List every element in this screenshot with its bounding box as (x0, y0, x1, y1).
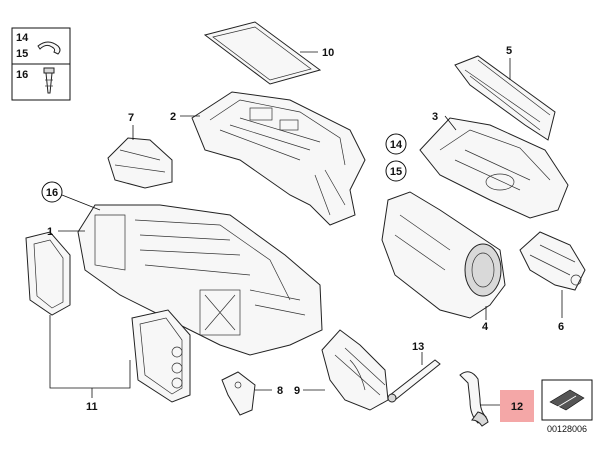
svg-text:15: 15 (390, 166, 402, 178)
label-1: 1 (47, 226, 53, 238)
label-9: 9 (294, 385, 300, 397)
catalog-number: 00128006 (547, 424, 587, 434)
flap-frame-part-5 (454, 55, 556, 141)
label-11: 11 (86, 401, 98, 413)
catalog-box: 00128006 (541, 379, 593, 434)
gasket-large (25, 231, 71, 316)
actuator-part-6 (519, 231, 586, 318)
svg-text:14: 14 (390, 139, 403, 151)
label-3: 3 (432, 111, 438, 123)
callout-circle-14: 14 (385, 133, 407, 155)
legend-num-15: 15 (16, 48, 28, 60)
push-rivet-icon (43, 67, 55, 94)
legend-box: 14 15 16 (11, 27, 71, 101)
label-13: 13 (412, 341, 424, 353)
svg-text:16: 16 (46, 187, 58, 199)
cover-part-7 (107, 125, 173, 189)
hose-part-12 (459, 371, 500, 427)
svg-text:12: 12 (511, 401, 523, 413)
legend-num-14: 14 (16, 32, 29, 44)
rod-part-13 (387, 352, 441, 403)
label-4: 4 (482, 321, 489, 333)
label-7: 7 (128, 112, 134, 124)
highlight-label-12: 12 (500, 390, 534, 422)
hose-clamp-icon (37, 41, 61, 55)
label-6: 6 (558, 321, 564, 333)
lower-housing-part-3 (419, 115, 569, 219)
part-arrow-icon (549, 389, 585, 411)
callout-circle-15: 15 (385, 160, 407, 182)
label-2: 2 (170, 111, 176, 123)
upper-housing-part-2 (180, 91, 366, 226)
gasket-small (131, 309, 191, 403)
callout-circle-16: 16 (41, 181, 101, 211)
label-10: 10 (322, 47, 334, 59)
main-housing-part-1 (58, 204, 323, 356)
filter-part-10 (203, 21, 322, 85)
legend-num-16: 16 (16, 69, 28, 81)
label-5: 5 (506, 45, 512, 57)
bracket-part-8 (221, 371, 272, 416)
label-8: 8 (277, 385, 283, 397)
bracket-part-9 (303, 329, 389, 411)
blower-housing-part-4 (381, 191, 506, 320)
